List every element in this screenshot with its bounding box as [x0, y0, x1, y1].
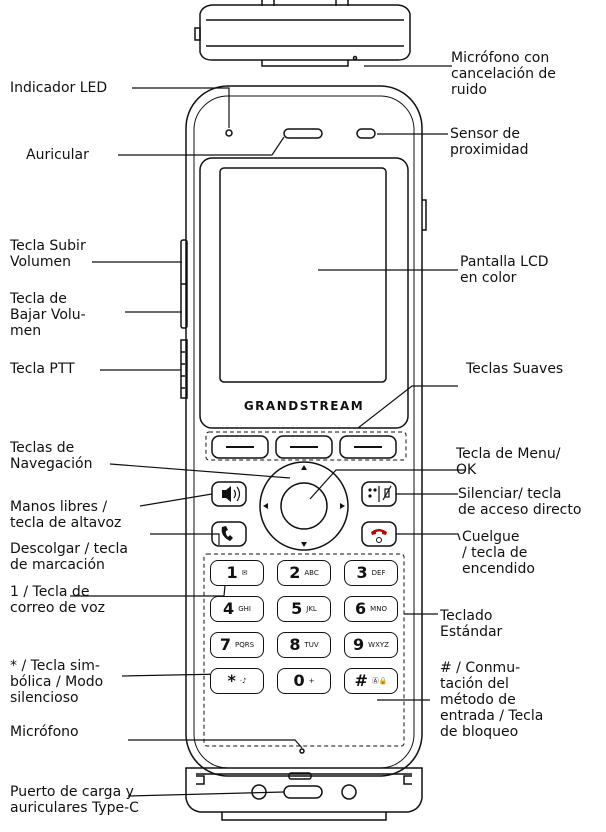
key-number: 7 — [219, 635, 232, 654]
label-send: Descolgar / tecla de marcación — [10, 541, 128, 573]
key-1[interactable]: 1✉ — [210, 560, 264, 586]
label-mic: Micrófono — [10, 724, 79, 740]
label-hangup: Cuelgue / tecla de encendido — [462, 529, 535, 577]
key-letters: + — [308, 677, 315, 685]
leader-lines — [70, 65, 466, 797]
led-indicator — [225, 129, 233, 137]
earpiece-slot — [283, 128, 323, 139]
key-letters: DEF — [371, 569, 386, 577]
label-handsfree: Manos libres / tecla de altavoz — [10, 499, 122, 531]
key-number: 8 — [289, 635, 301, 654]
label-proximity: Sensor de proximidad — [450, 126, 529, 158]
label-star: * / Tecla sim- bólica / Modo silencioso — [10, 658, 104, 706]
key-letters: MNO — [370, 605, 387, 613]
label-nav: Teclas de Navegación — [10, 440, 93, 472]
softkey-right — [339, 435, 397, 459]
label-menu-ok: Tecla de Menu/ OK — [456, 446, 561, 478]
softkey-middle — [275, 435, 333, 459]
key-number: 5 — [291, 599, 303, 618]
key-letters: WXYZ — [368, 641, 389, 649]
label-mic-noise: Micrófono con cancelación de ruido — [451, 50, 556, 98]
keypad-frame — [203, 553, 405, 747]
label-usb: Puerto de carga y auriculares Type-C — [10, 784, 139, 816]
label-vol-down: Tecla de Bajar Volu- men — [10, 291, 86, 339]
key-number: 9 — [353, 635, 365, 654]
key-letters: GHI — [238, 605, 251, 613]
label-softkeys: Teclas Suaves — [466, 361, 564, 377]
key-number: # — [354, 671, 368, 690]
screen-bezel — [199, 157, 409, 429]
proximity-sensor — [356, 128, 376, 139]
softkey-left — [211, 435, 269, 459]
key-number: 1 — [226, 563, 238, 582]
label-vol-up: Tecla Subir Volumen — [10, 238, 86, 270]
key-number: 4 — [223, 599, 235, 618]
ptt-button — [180, 339, 188, 399]
label-led: Indicador LED — [10, 80, 108, 96]
label-earpiece: Auricular — [26, 147, 89, 163]
brand-logo: GRANDSTREAM — [244, 399, 364, 413]
key-number: 0 — [293, 671, 305, 690]
key-number: 2 — [289, 563, 301, 582]
navigation-ring — [259, 461, 349, 551]
label-voicemail: 1 / Tecla de correo de voz — [10, 584, 105, 616]
key-number: * — [227, 671, 236, 690]
key-letters: ABC — [304, 569, 319, 577]
label-hash: # / Conmu- tación del método de entrada … — [440, 660, 544, 740]
key-letters: Ⓐ🔒 — [371, 677, 388, 685]
phone-top-view — [194, 0, 411, 67]
key-star[interactable]: *·♪ — [210, 668, 264, 694]
key-number: 3 — [356, 563, 368, 582]
phone-bottom-view — [185, 767, 423, 821]
lcd-screen — [219, 167, 387, 383]
key-hash[interactable]: #Ⓐ🔒 — [344, 668, 398, 694]
microphone — [299, 748, 305, 754]
label-keypad: Teclado Estándar — [440, 608, 503, 640]
label-mute: Silenciar/ tecla de acceso directo — [458, 486, 582, 518]
key-0[interactable]: 0+ — [277, 668, 331, 694]
key-letters: JKL — [306, 605, 317, 613]
ok-button — [280, 482, 328, 530]
key-letters: TUV — [304, 641, 319, 649]
key-number: 6 — [355, 599, 367, 618]
label-ptt: Tecla PTT — [10, 361, 75, 377]
key-letters: ✉ — [241, 569, 248, 577]
key-letters: PQRS — [235, 641, 255, 649]
usb-c-port — [283, 785, 323, 799]
key-letters: ·♪ — [239, 677, 247, 685]
label-lcd: Pantalla LCD en color — [460, 254, 549, 286]
